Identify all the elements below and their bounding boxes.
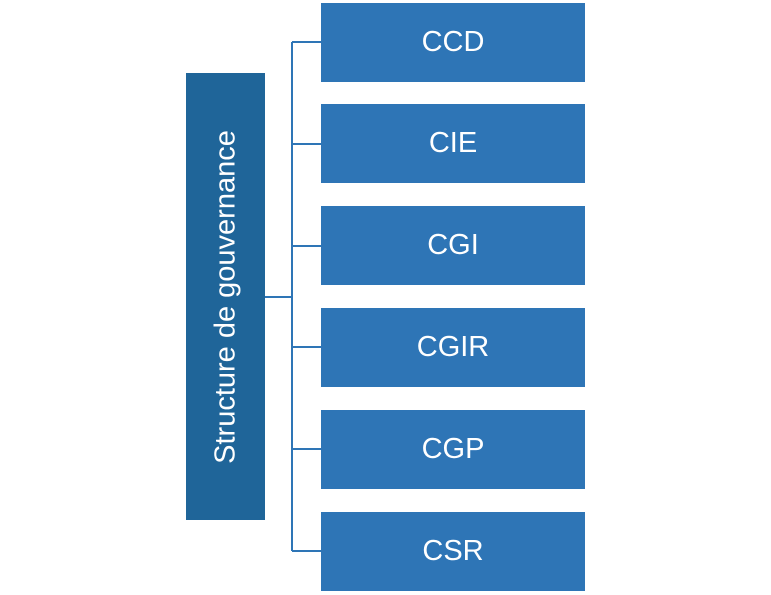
child-node-label: CCD xyxy=(421,26,485,58)
child-node-label: CGP xyxy=(421,433,485,465)
child-node-csr: CSR xyxy=(321,512,585,591)
root-node: Structure de gouvernance xyxy=(186,73,265,520)
child-node-label: CGI xyxy=(427,229,479,261)
child-node-cgi: CGI xyxy=(321,206,585,285)
child-node-cgir: CGIR xyxy=(321,308,585,387)
child-node-cie: CIE xyxy=(321,104,585,183)
child-node-label: CSR xyxy=(422,535,484,567)
child-node-ccd: CCD xyxy=(321,3,585,82)
root-node-label: Structure de gouvernance xyxy=(209,129,241,464)
child-node-cgp: CGP xyxy=(321,410,585,489)
child-node-label: CGIR xyxy=(416,331,490,363)
child-node-label: CIE xyxy=(428,127,478,159)
